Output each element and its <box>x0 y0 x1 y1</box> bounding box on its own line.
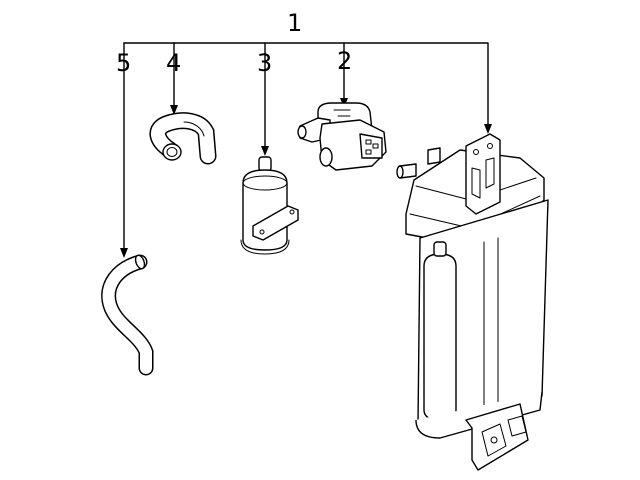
purge-valve <box>297 102 387 171</box>
callout-1: 1 <box>287 9 303 37</box>
hose-long <box>101 254 154 376</box>
callout-5: 5 <box>116 49 132 77</box>
leader-main <box>123 42 489 127</box>
callout-3: 3 <box>257 49 273 77</box>
leader-lines <box>120 42 492 258</box>
arrow-1 <box>484 124 492 134</box>
canister-assembly <box>396 133 549 471</box>
arrow-4 <box>170 105 178 115</box>
arrow-3 <box>261 146 269 156</box>
callout-4: 4 <box>166 49 182 77</box>
filter-canister <box>240 156 299 255</box>
hose-short <box>149 112 217 165</box>
callout-2: 2 <box>337 47 353 75</box>
arrow-5 <box>120 248 128 258</box>
